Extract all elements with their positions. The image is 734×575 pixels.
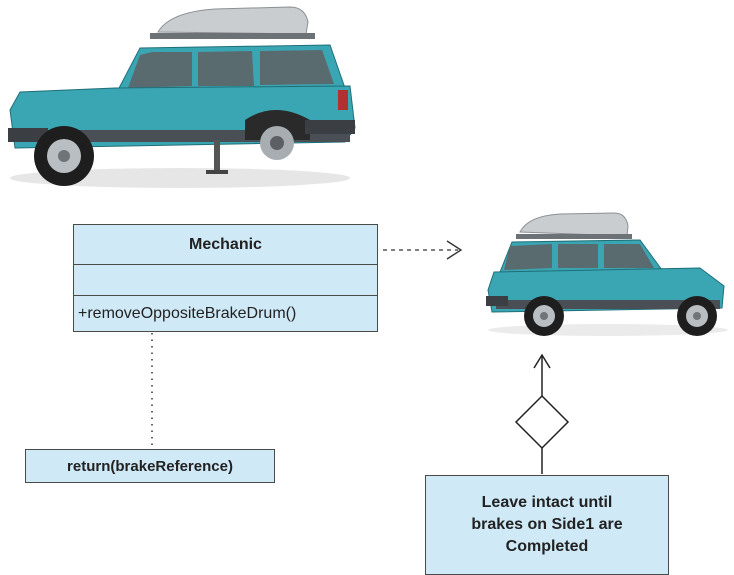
constraint-line-3: Completed <box>505 538 589 555</box>
class-operation: +removeOppositeBrakeDrum() <box>78 304 297 322</box>
dependency-arrow <box>383 240 463 260</box>
aggregation-link <box>514 353 570 474</box>
constraint-note: Leave intact until brakes on Side1 are C… <box>425 475 669 575</box>
arrowhead-icon <box>533 353 551 369</box>
top-vehicle-image <box>8 6 356 188</box>
constraint-line-2: brakes on Side1 are <box>471 516 623 533</box>
class-name: Mechanic <box>74 225 377 265</box>
mechanic-class-box: Mechanic +removeOppositeBrakeDrum() <box>73 224 378 332</box>
right-vehicle-image <box>486 212 728 336</box>
constraint-line-1: Leave intact until <box>481 494 613 511</box>
return-note: return(brakeReference) <box>25 449 275 483</box>
class-attributes <box>74 265 377 296</box>
aggregation-diamond <box>514 394 570 450</box>
